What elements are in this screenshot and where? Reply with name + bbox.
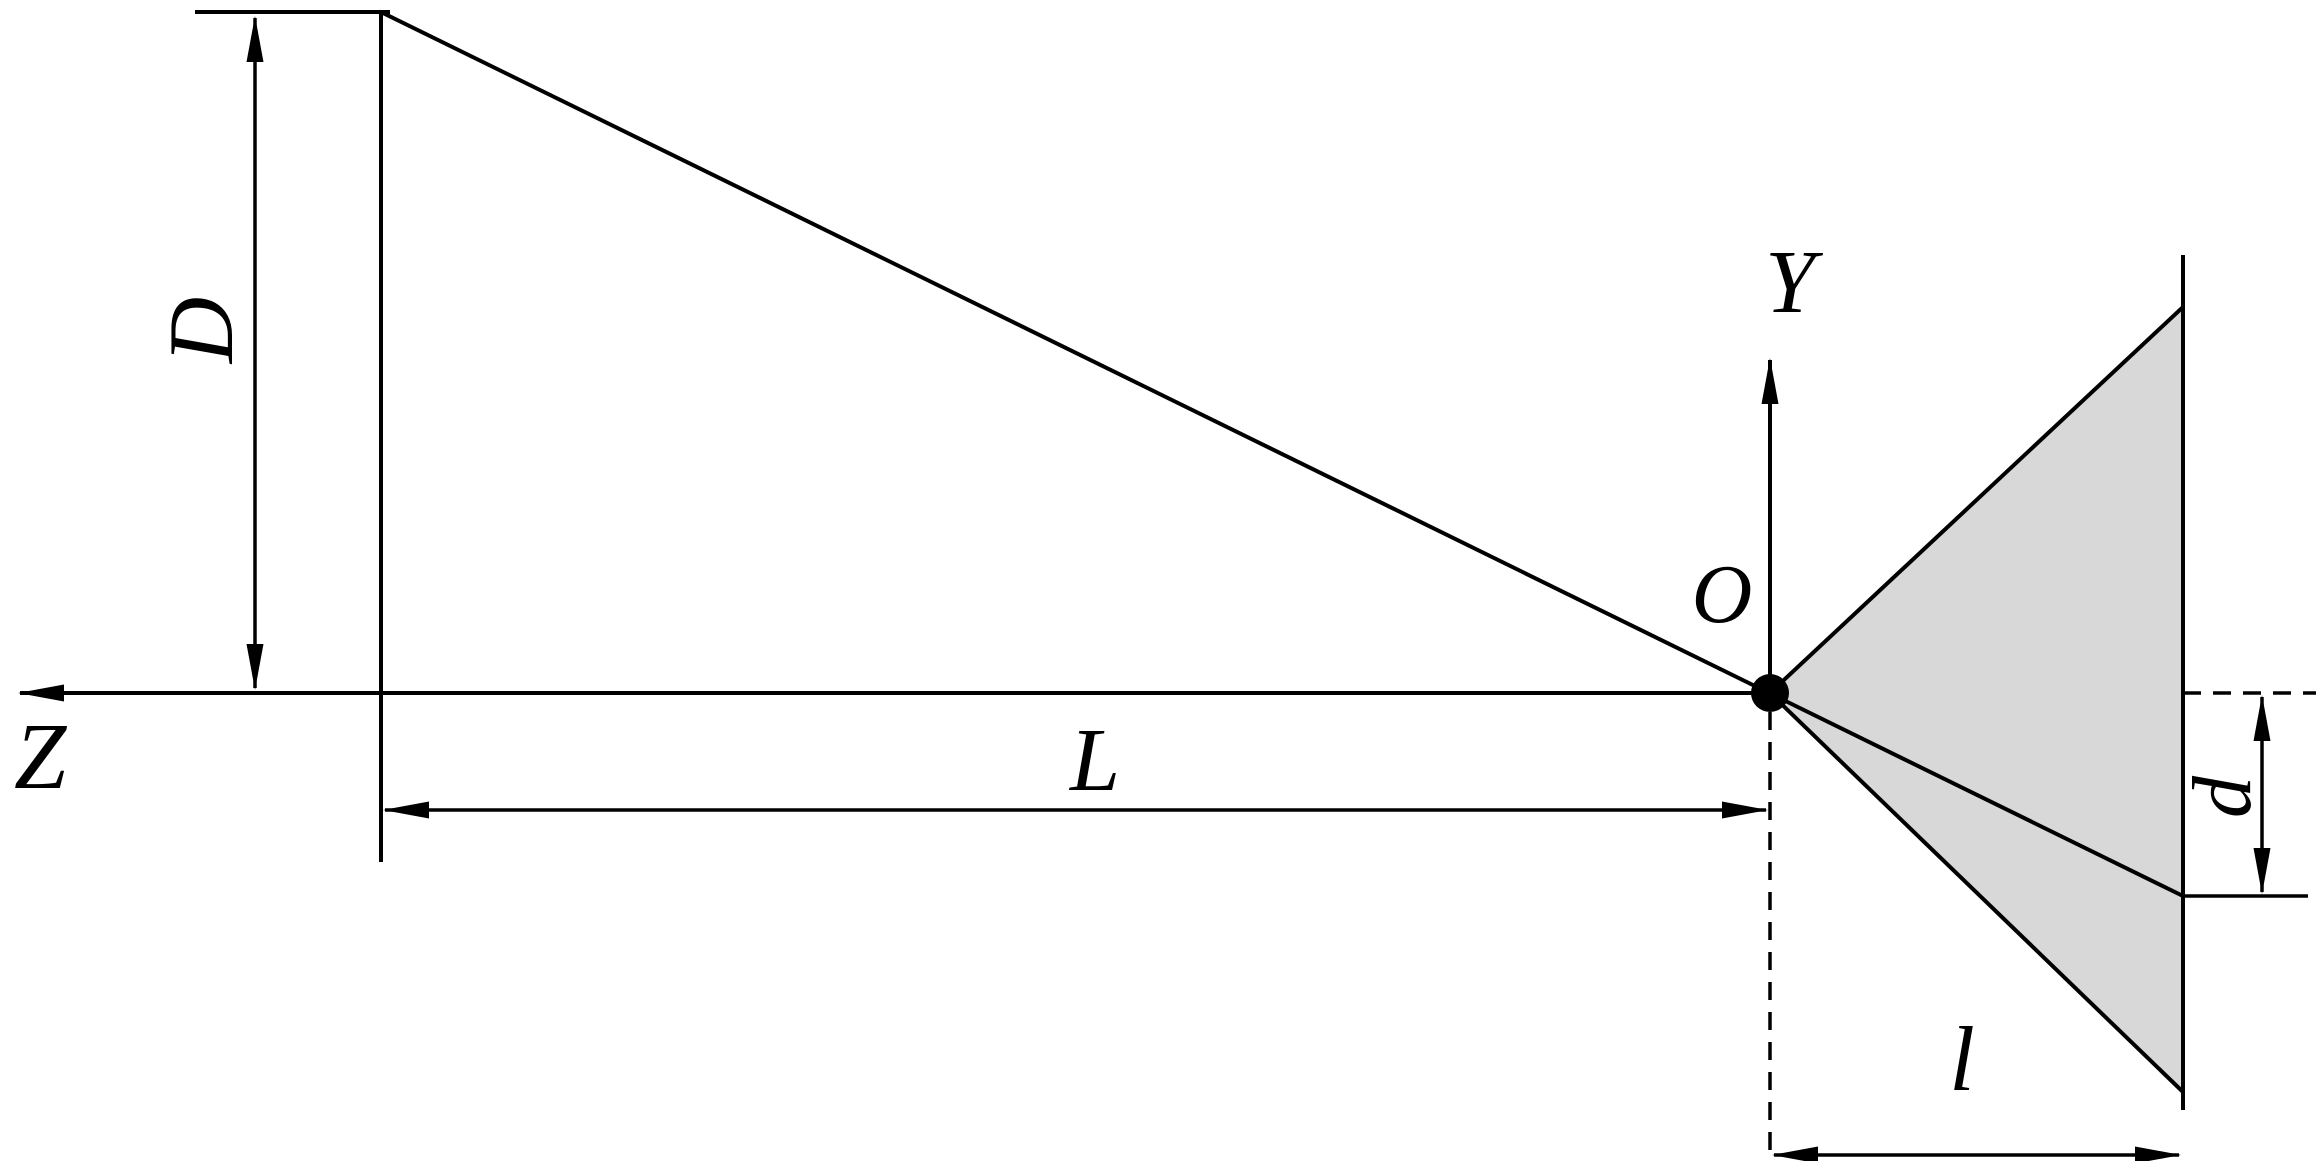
light-cone-triangle xyxy=(1767,302,2185,1097)
image-distance-label: l xyxy=(1949,1008,1975,1110)
origin-point xyxy=(1751,674,1789,712)
y-axis-label: Y xyxy=(1765,233,1824,332)
origin-label: O xyxy=(1692,548,1753,641)
z-axis-label: Z xyxy=(14,705,68,809)
image-size-label: d xyxy=(2176,775,2269,818)
object-distance-label: L xyxy=(1068,711,1120,810)
principal-ray-line xyxy=(380,10,2184,898)
object-height-label: D xyxy=(150,297,252,365)
